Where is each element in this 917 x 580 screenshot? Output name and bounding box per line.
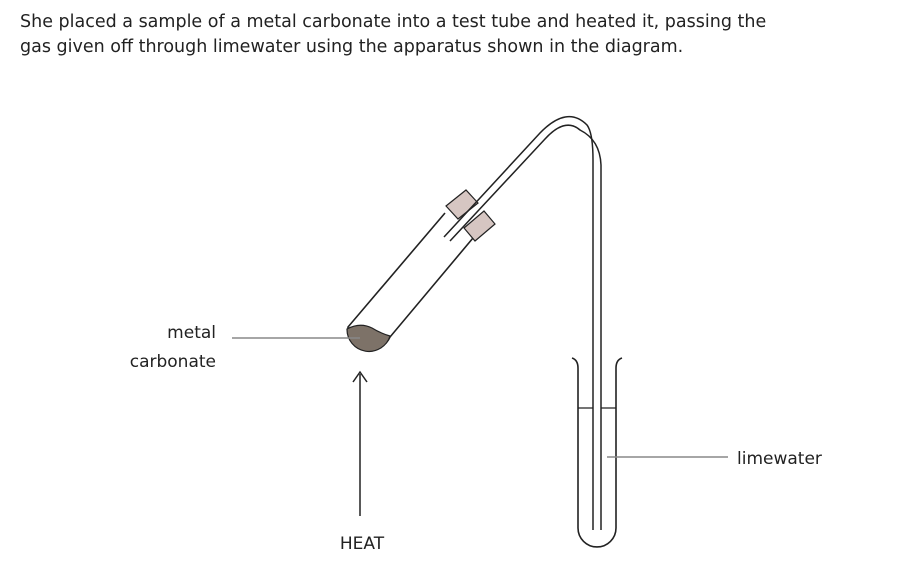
metal-carbonate-solid — [346, 324, 391, 352]
label-metal: metal — [167, 323, 216, 343]
intro-line-2: gas given off through limewater using th… — [20, 37, 684, 57]
limewater-tube — [571, 357, 623, 548]
question-text: She placed a sample of a metal carbonate… — [20, 10, 766, 60]
stopper — [445, 189, 496, 242]
delivery-tube — [443, 116, 602, 530]
label-limewater: limewater — [737, 449, 822, 469]
label-heat: HEAT — [340, 534, 385, 554]
intro-line-1: She placed a sample of a metal carbonate… — [20, 12, 767, 32]
label-carbonate: carbonate — [130, 352, 216, 372]
heat-arrow-icon — [352, 370, 368, 516]
